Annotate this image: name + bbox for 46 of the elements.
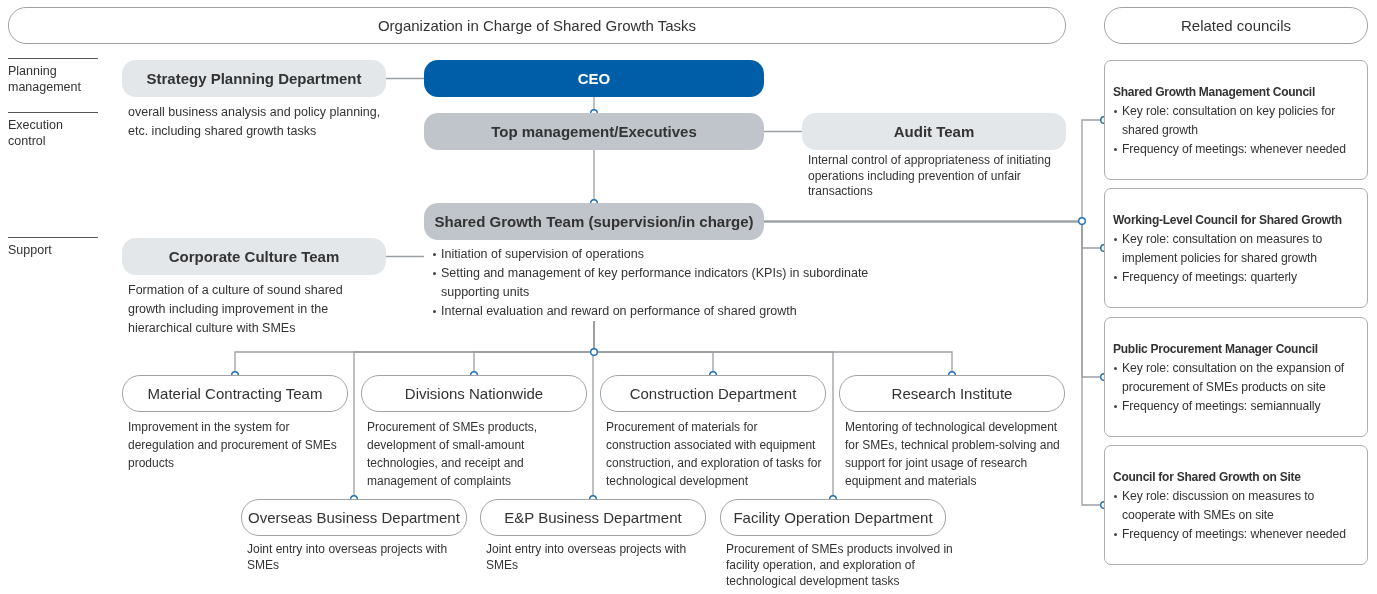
connector-line bbox=[763, 130, 803, 133]
team-box: Shared Growth Team (supervision/in charge) bbox=[424, 203, 764, 240]
department-box: Strategy Planning Department bbox=[122, 60, 386, 97]
council-name: Council for Shared Growth on Site bbox=[1113, 469, 1302, 486]
bullet-item: Key role: consultation on the expansion of procurement of SMEs products on site bbox=[1113, 359, 1363, 397]
bullet-item: Key role: consultation on key policies for shared growth bbox=[1113, 102, 1363, 140]
bullet-item: Key role: discussion on measures to cooperate with SMEs on site bbox=[1113, 487, 1363, 525]
bullet-item: Frequency of meetings: semiannually bbox=[1113, 397, 1363, 416]
department-box: Material Contracting Team bbox=[122, 375, 348, 412]
connector-line bbox=[385, 77, 425, 80]
description-text: overall business analysis and policy planning, etc. including shared growth tasks bbox=[127, 104, 382, 140]
department-box: Facility Operation Department bbox=[720, 499, 946, 536]
department-box: Overseas Business Department bbox=[241, 499, 467, 536]
council-name: Public Procurement Manager Council bbox=[1113, 341, 1319, 358]
department-box: E&P Business Department bbox=[480, 499, 706, 536]
description-text: Procurement of SMEs products involved in facility operation, and exploration of technological development tasks bbox=[725, 541, 954, 589]
row-label: Execution control bbox=[8, 117, 64, 149]
department-box: Divisions Nationwide bbox=[361, 375, 587, 412]
section-header: Related councils bbox=[1104, 7, 1368, 44]
bullet-item: Frequency of meetings: quarterly bbox=[1113, 268, 1363, 287]
description-text: Procurement of SMEs products, development of small-amount technologies, and receipt and management of complaints bbox=[366, 419, 539, 490]
bullet-item: Setting and management of key performance indicators (KPIs) in subordinate supporting units bbox=[432, 264, 894, 302]
department-box: Construction Department bbox=[600, 375, 826, 412]
description-text: Internal control of appropriateness of initiating operations including prevention of unfair transactions bbox=[807, 153, 1052, 200]
council-name: Shared Growth Management Council bbox=[1113, 84, 1317, 101]
row-label: Support bbox=[8, 242, 53, 258]
row-label: Planning management bbox=[8, 63, 82, 95]
department-box: Research Institute bbox=[839, 375, 1065, 412]
bullet-item: Key role: consultation on measures to implement policies for shared growth bbox=[1113, 230, 1363, 268]
description-text: Joint entry into overseas projects with SMEs bbox=[246, 541, 449, 573]
bullet-item: Internal evaluation and reward on performance of shared growth bbox=[432, 302, 894, 321]
bullet-item: Frequency of meetings: whenever needed bbox=[1113, 525, 1363, 544]
bullet-item: Frequency of meetings: whenever needed bbox=[1113, 140, 1363, 159]
executive-box: CEO bbox=[424, 60, 764, 97]
description-text: Joint entry into overseas projects with SMEs bbox=[485, 541, 688, 573]
section-header: Organization in Charge of Shared Growth Tasks bbox=[8, 7, 1066, 44]
connector-line bbox=[385, 255, 425, 258]
council-name: Working-Level Council for Shared Growth bbox=[1113, 212, 1343, 229]
bullet-item: Initiation of supervision of operations bbox=[432, 245, 894, 264]
department-box: Audit Team bbox=[802, 113, 1066, 150]
team-box: Top management/Executives bbox=[424, 113, 764, 150]
description-text: Formation of a culture of sound shared growth including improvement in the hierarchical culture with SMEs bbox=[127, 282, 344, 337]
department-box: Corporate Culture Team bbox=[122, 238, 386, 275]
description-text: Mentoring of technological development for SMEs, technical problem-solving and support for joint usage of research equipment and materials bbox=[844, 419, 1061, 490]
description-text: Procurement of materials for construction associated with equipment construction, and exploration of tasks for technological development bbox=[605, 419, 823, 490]
description-text: Improvement in the system for deregulation and procurement of SMEs products bbox=[127, 419, 338, 472]
